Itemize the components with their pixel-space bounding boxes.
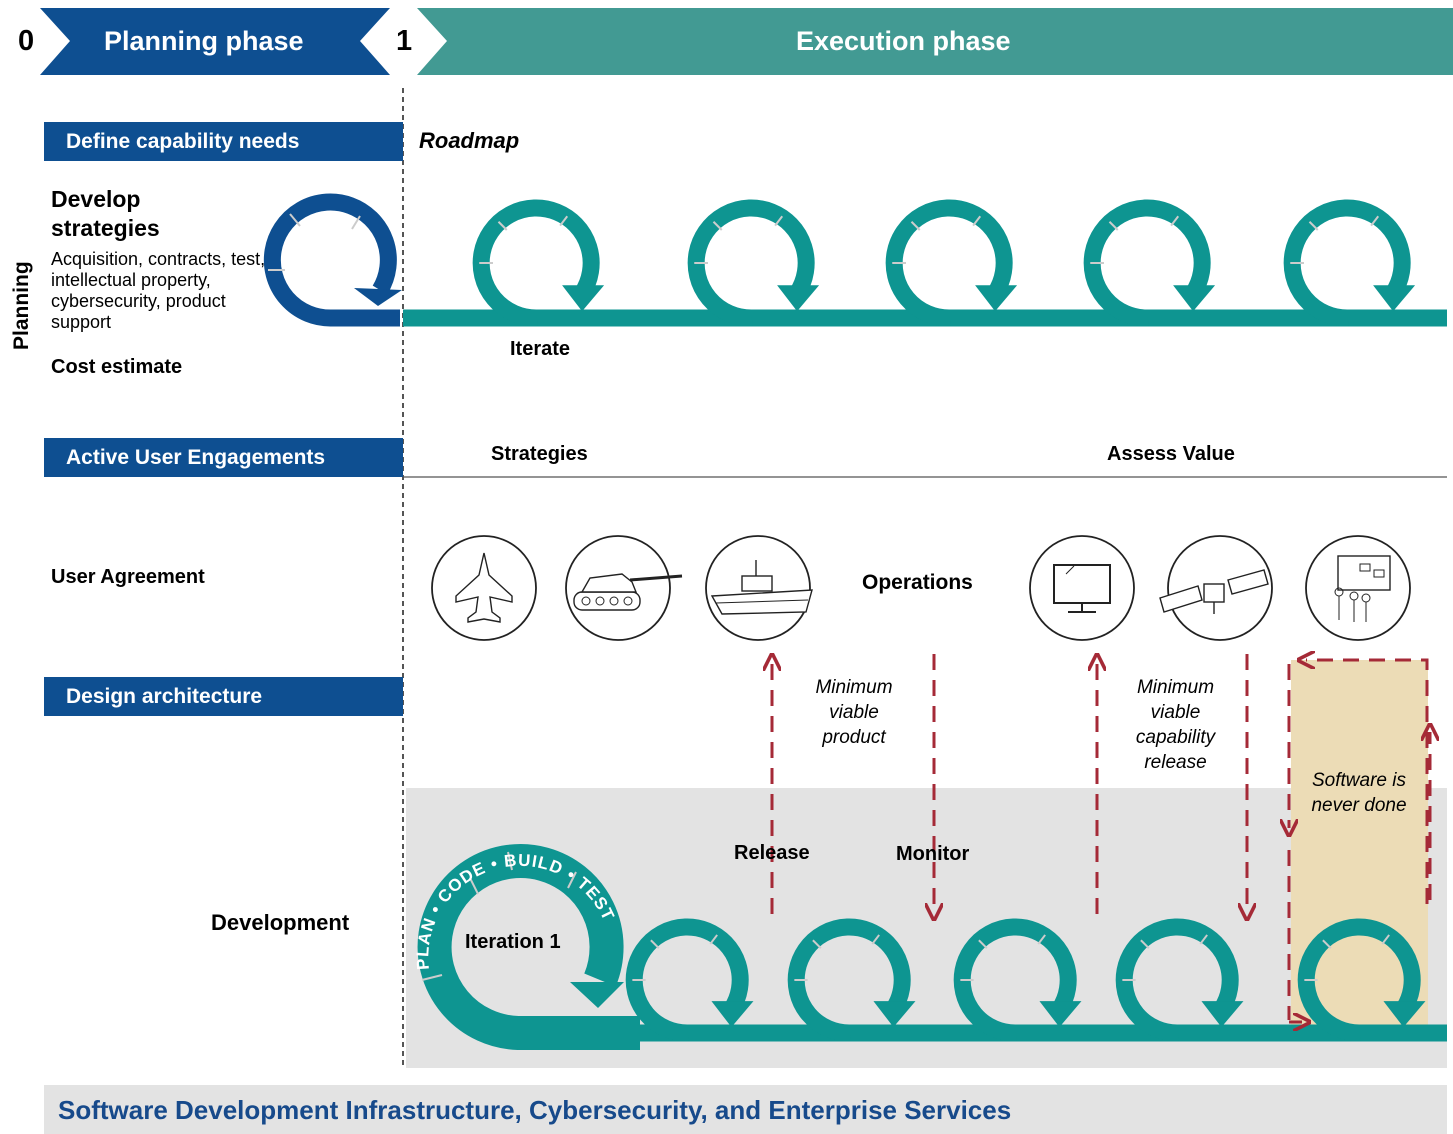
- operations-label: Operations: [862, 571, 973, 594]
- iteration-1-label: Iteration 1: [465, 931, 561, 953]
- iteration-1-loop: [417, 844, 640, 1050]
- development-loop-2: [787, 918, 916, 1042]
- roadmap-loop-5: [1283, 199, 1416, 327]
- active-user-engagements-bar: [44, 438, 403, 477]
- monitor-label: Monitor: [896, 843, 970, 865]
- execution-phase-chevron: [417, 8, 1453, 75]
- define-capability-bar: [44, 122, 403, 161]
- briefing-team-icon: [1305, 535, 1411, 641]
- never-done-label: Software is never done: [1311, 770, 1407, 816]
- development-track: [417, 844, 1447, 1050]
- start-number: 0: [18, 25, 35, 57]
- footer-band: [44, 1085, 1447, 1134]
- roadmap-title: Roadmap: [419, 128, 520, 153]
- iterate-label: Iterate: [510, 338, 571, 360]
- assess-value-label: Assess Value: [1107, 443, 1235, 465]
- user-agreement-label: User Agreement: [51, 566, 205, 588]
- roadmap-loops: [472, 199, 1416, 327]
- mvcr-label: Minimum viable capability release: [1135, 677, 1216, 773]
- fighter-jet-icon: [431, 535, 537, 641]
- satellite-icon: [1159, 535, 1273, 641]
- never-done-cycle: [1289, 660, 1430, 1022]
- mvp-label: Minimum viable product: [815, 677, 893, 748]
- roadmap-track: [263, 193, 1447, 327]
- define-capability-label: Define capability needs: [66, 130, 300, 153]
- strategies-label: Strategies: [491, 443, 588, 465]
- monitor-icon: [1029, 535, 1135, 641]
- execution-phase-label: Execution phase: [796, 26, 1011, 56]
- milestone-number: 1: [396, 25, 413, 57]
- planning-phase-chevron: [40, 8, 390, 75]
- develop-strategies-heading: Develop strategies: [51, 186, 160, 241]
- development-loop-3: [953, 918, 1082, 1042]
- planning-phase-label: Planning phase: [104, 26, 304, 56]
- planning-loop: [263, 193, 400, 327]
- development-loops: [625, 918, 1426, 1042]
- design-architecture-label: Design architecture: [66, 685, 263, 708]
- ship-icon: [705, 535, 813, 641]
- release-label: Release: [734, 842, 810, 864]
- development-loop-5: [1297, 918, 1426, 1042]
- design-architecture-bar: [44, 677, 403, 716]
- strategies-detail: Acquisition, contracts, test, intellectu…: [51, 249, 266, 332]
- roadmap-loop-3: [885, 199, 1018, 327]
- planning-loop-arrowhead: [354, 288, 402, 306]
- footer-text: Software Development Infrastructure, Cyb…: [58, 1095, 1012, 1125]
- development-loop-1: [625, 918, 754, 1042]
- tank-icon: [565, 535, 683, 641]
- active-user-engagements-label: Active User Engagements: [66, 446, 326, 469]
- development-label: Development: [211, 910, 350, 935]
- iteration-1-arrowhead: [570, 982, 624, 1008]
- roadmap-loop-2: [687, 199, 820, 327]
- roadmap-loop-4: [1083, 199, 1216, 327]
- planning-vertical-label: Planning: [10, 261, 33, 350]
- roadmap-loop-1: [472, 199, 605, 327]
- cost-estimate-label: Cost estimate: [51, 356, 183, 378]
- development-loop-4: [1115, 918, 1244, 1042]
